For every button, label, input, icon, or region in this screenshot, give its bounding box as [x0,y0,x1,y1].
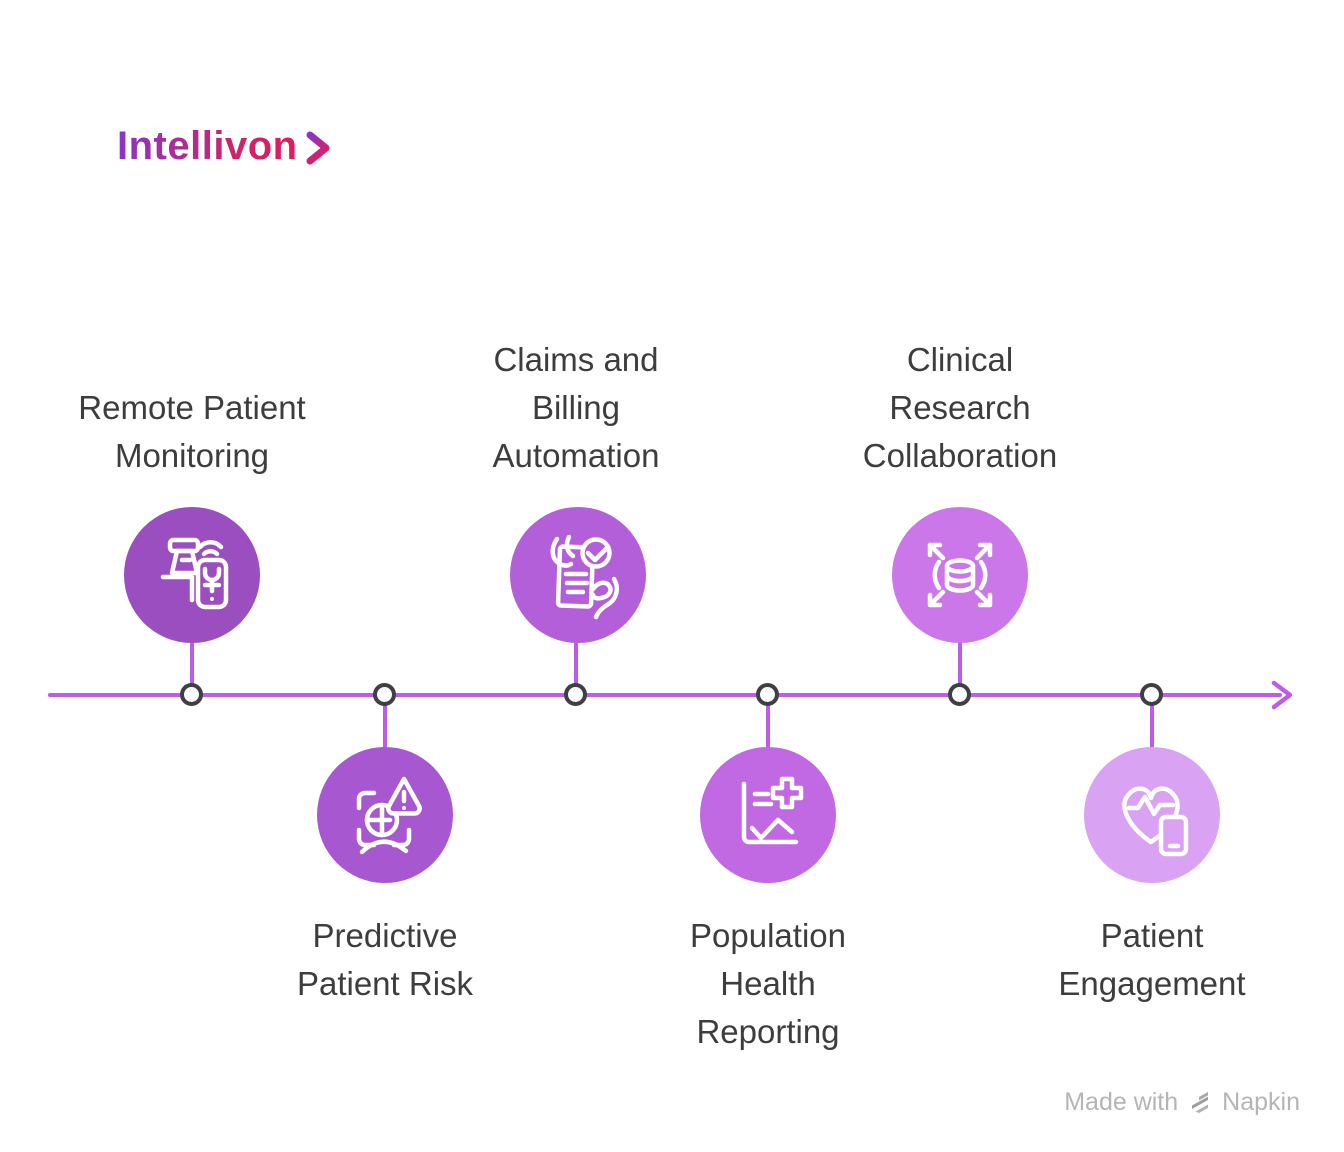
timeline-node [1140,683,1163,706]
timeline-node [756,683,779,706]
timeline-node [180,683,203,706]
item-circle-remote-patient-monitoring [124,507,260,643]
item-label-predictive-patient-risk: Predictive Patient Risk [296,917,474,1002]
item-circle-patient-engagement [1084,747,1220,883]
item-circle-clinical-research-collaboration [892,507,1028,643]
patient-engagement-icon [1122,786,1189,857]
connector [766,695,770,749]
item-circle-population-health-reporting [700,747,836,883]
item-label-population-health-reporting: Population Health Reporting [690,917,846,1050]
item-label-patient-engagement: Patient Engagement [1058,917,1246,1002]
connector [958,641,962,695]
timeline-node [564,683,587,706]
timeline-axis [48,693,1282,697]
clinical-research-collaboration-icon [927,542,993,608]
timeline-node [373,683,396,706]
footer-prefix-text: Made with [1064,1088,1179,1116]
made-with-napkin-link[interactable]: Made with Napkin [1064,1088,1300,1117]
connector [190,641,194,695]
remote-patient-monitoring-icon [160,537,229,610]
napkin-logo-icon [1192,1091,1209,1113]
connector [1150,695,1154,749]
item-circle-claims-billing-automation [510,507,646,643]
item-label-clinical-research-collaboration: Clinical Research Collaboration [862,341,1058,474]
chevron-right-icon [306,131,330,164]
item-label-remote-patient-monitoring: Remote Patient Monitoring [78,389,306,474]
connector [574,641,578,695]
connector [383,695,387,749]
predictive-patient-risk-icon [356,776,422,855]
claims-billing-automation-icon [550,534,620,620]
footer-brand-text: Napkin [1222,1088,1300,1116]
arrowhead-icon [1271,680,1293,710]
brand-logo: Intellivon [117,124,338,169]
timeline-node [948,683,971,706]
item-label-claims-billing-automation: Claims and Billing Automation [492,341,660,474]
population-health-reporting-icon [741,776,804,845]
brand-logo-text: Intellivon [117,124,298,168]
item-circle-predictive-patient-risk [317,747,453,883]
